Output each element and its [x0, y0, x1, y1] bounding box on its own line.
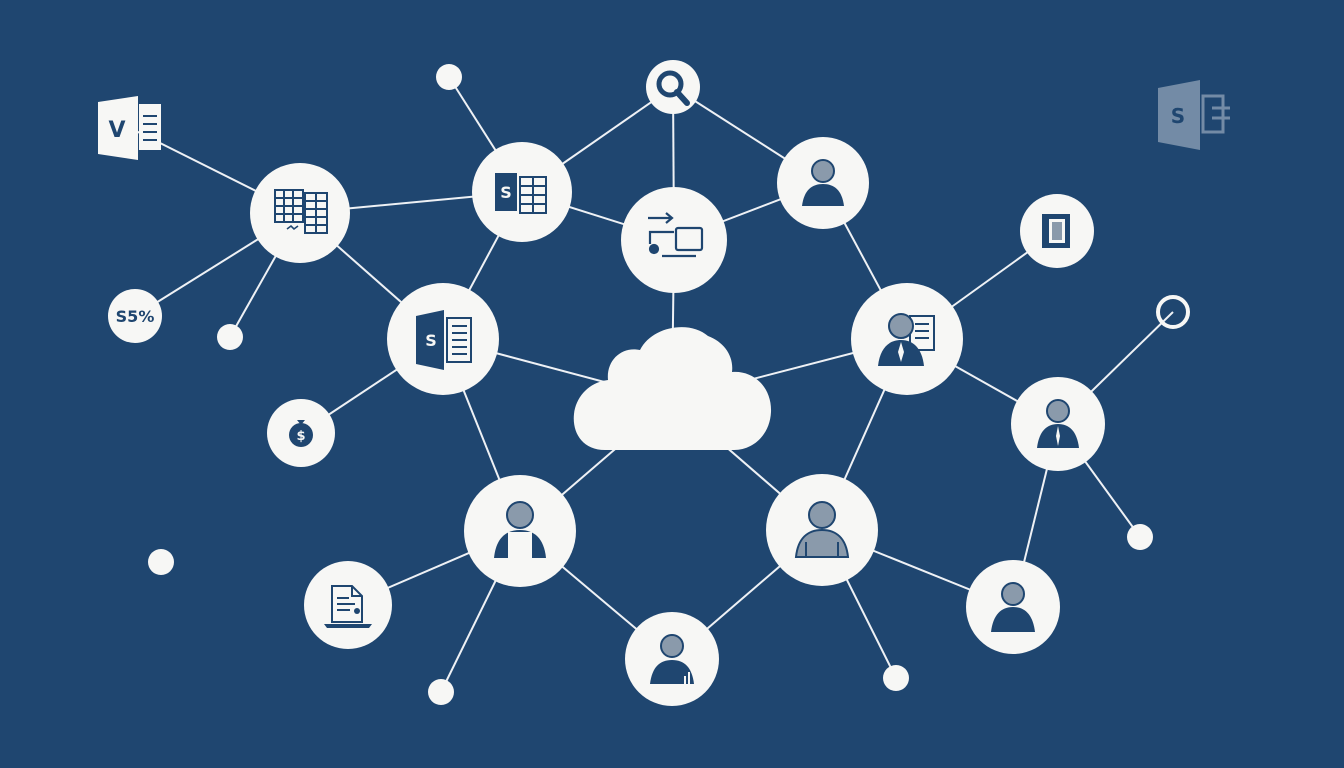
- user-report-node: [851, 283, 963, 395]
- percent-label: S5%: [116, 307, 155, 326]
- cloud-hub: [573, 327, 772, 450]
- cloud-icon: [573, 327, 772, 450]
- sharepoint-logo-icon: S: [1158, 80, 1230, 150]
- spreadsheet-icon: [274, 189, 328, 234]
- user-right-node: [1011, 377, 1105, 471]
- user-bottom-right-node: [966, 560, 1060, 654]
- sharepoint-ghost: S: [1158, 80, 1230, 150]
- connector-dot: [428, 679, 454, 705]
- sharepoint-top-node: S: [472, 142, 572, 242]
- user-bottom-node: [625, 612, 719, 706]
- sharepoint-letter: S: [425, 331, 437, 350]
- connector-dot: [148, 549, 174, 575]
- connector-dot: [217, 324, 243, 350]
- user-top-node: [777, 137, 869, 229]
- visio-node: V: [98, 96, 161, 160]
- device-node: [1020, 194, 1094, 268]
- document-icon: [324, 585, 372, 628]
- user-center-node: [766, 474, 878, 586]
- search-node: [646, 60, 700, 114]
- workflow-icon: [648, 212, 704, 258]
- user-icon: [991, 582, 1035, 632]
- spreadsheet-node: [250, 163, 350, 263]
- visio-icon: V: [98, 96, 161, 160]
- sharepoint-doc-node: S: [387, 283, 499, 395]
- workflow-node: [621, 187, 727, 293]
- user-report-icon: [878, 313, 935, 366]
- connector-dot: [883, 665, 909, 691]
- user-icon: [802, 159, 844, 206]
- dollar-node: $: [267, 399, 335, 467]
- user-chart-icon: [494, 501, 546, 558]
- sharepoint-doc-icon: S: [416, 310, 472, 370]
- node-layer: S S: [98, 60, 1230, 706]
- connector-dot: [1127, 524, 1153, 550]
- sharepoint-ghost-letter: S: [1171, 104, 1185, 128]
- search-icon: [656, 70, 690, 106]
- connector-dot: [436, 64, 462, 90]
- dollar-icon: $: [289, 420, 313, 447]
- user-icon: [794, 501, 850, 558]
- dollar-sign: $: [296, 429, 305, 444]
- document-node: [304, 561, 392, 649]
- user-chart-icon: [650, 634, 694, 684]
- connector-ring: [1156, 295, 1190, 329]
- percent-node: S5%: [108, 289, 162, 343]
- user-left-node: [464, 475, 576, 587]
- visio-letter: V: [108, 118, 125, 143]
- sharepoint-sheet-icon: S: [495, 173, 547, 214]
- device-icon: [1042, 214, 1070, 248]
- user-icon: [1037, 399, 1079, 448]
- sharepoint-letter: S: [500, 183, 512, 202]
